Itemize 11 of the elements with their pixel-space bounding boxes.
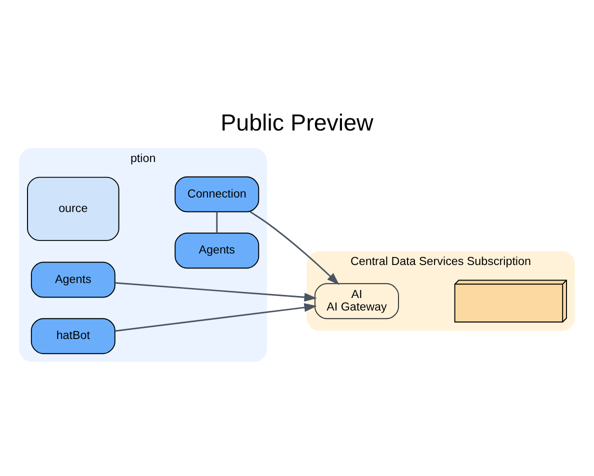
connector	[216, 211, 218, 233]
arrow	[114, 302, 317, 332]
node-box: Agents	[174, 232, 260, 268]
node-box: Agents	[30, 261, 116, 298]
node-box: AI AI Gateway	[314, 282, 399, 319]
arrow	[250, 210, 340, 284]
node-box: ource	[27, 176, 120, 240]
node-box: hatBot	[30, 318, 116, 354]
diagram-title: Public Preview	[220, 108, 374, 135]
node-box: Connection	[174, 176, 260, 212]
arrow	[115, 282, 317, 302]
